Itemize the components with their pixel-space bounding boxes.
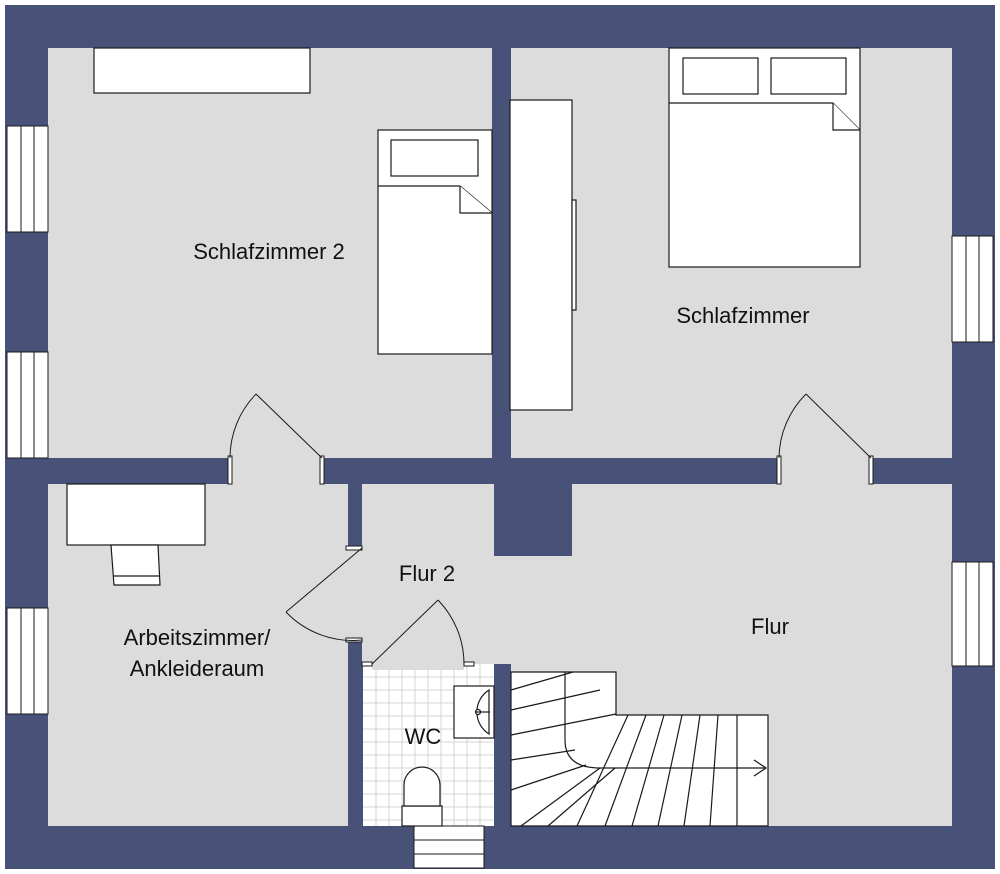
- single-bed: [377, 129, 493, 355]
- sideboard: [93, 47, 311, 94]
- window-schlafzimmer-2-upper: [6, 125, 49, 233]
- door-arbeitszimmer: [285, 545, 363, 643]
- staircase: [510, 671, 769, 827]
- window-schlafzimmer-2-lower: [6, 351, 49, 459]
- room-label-flur: Flur: [751, 614, 789, 639]
- flur-connector: [440, 556, 500, 664]
- room-label-wc: WC: [405, 724, 442, 749]
- room-label-arbeitszimmer-line-1: Arbeitszimmer/: [124, 625, 272, 650]
- windows: [6, 125, 994, 869]
- door-wc: [361, 599, 475, 667]
- room-labels: Schlafzimmer 2 Schlafzimmer Arbeitszimme…: [124, 239, 810, 749]
- door-schlafzimmer: [776, 393, 874, 485]
- toilet: [401, 766, 443, 827]
- room-label-schlafzimmer: Schlafzimmer: [676, 303, 809, 328]
- double-bed: [668, 47, 861, 268]
- desk: [66, 483, 206, 546]
- door-openings: [230, 456, 871, 670]
- furniture: [66, 47, 861, 827]
- door-schlafzimmer-2: [227, 393, 325, 485]
- doors: [227, 393, 874, 667]
- room-label-schlafzimmer-2: Schlafzimmer 2: [193, 239, 345, 264]
- window-wc: [413, 825, 485, 869]
- washbasin: [453, 685, 495, 739]
- window-arbeitszimmer: [6, 607, 49, 715]
- desk-chair: [110, 544, 161, 586]
- wardrobe: [509, 99, 577, 411]
- room-label-arbeitszimmer-line-2: Ankleideraum: [130, 656, 265, 681]
- room-label-flur-2: Flur 2: [399, 561, 455, 586]
- window-schlafzimmer: [951, 235, 994, 343]
- window-flur: [951, 561, 994, 667]
